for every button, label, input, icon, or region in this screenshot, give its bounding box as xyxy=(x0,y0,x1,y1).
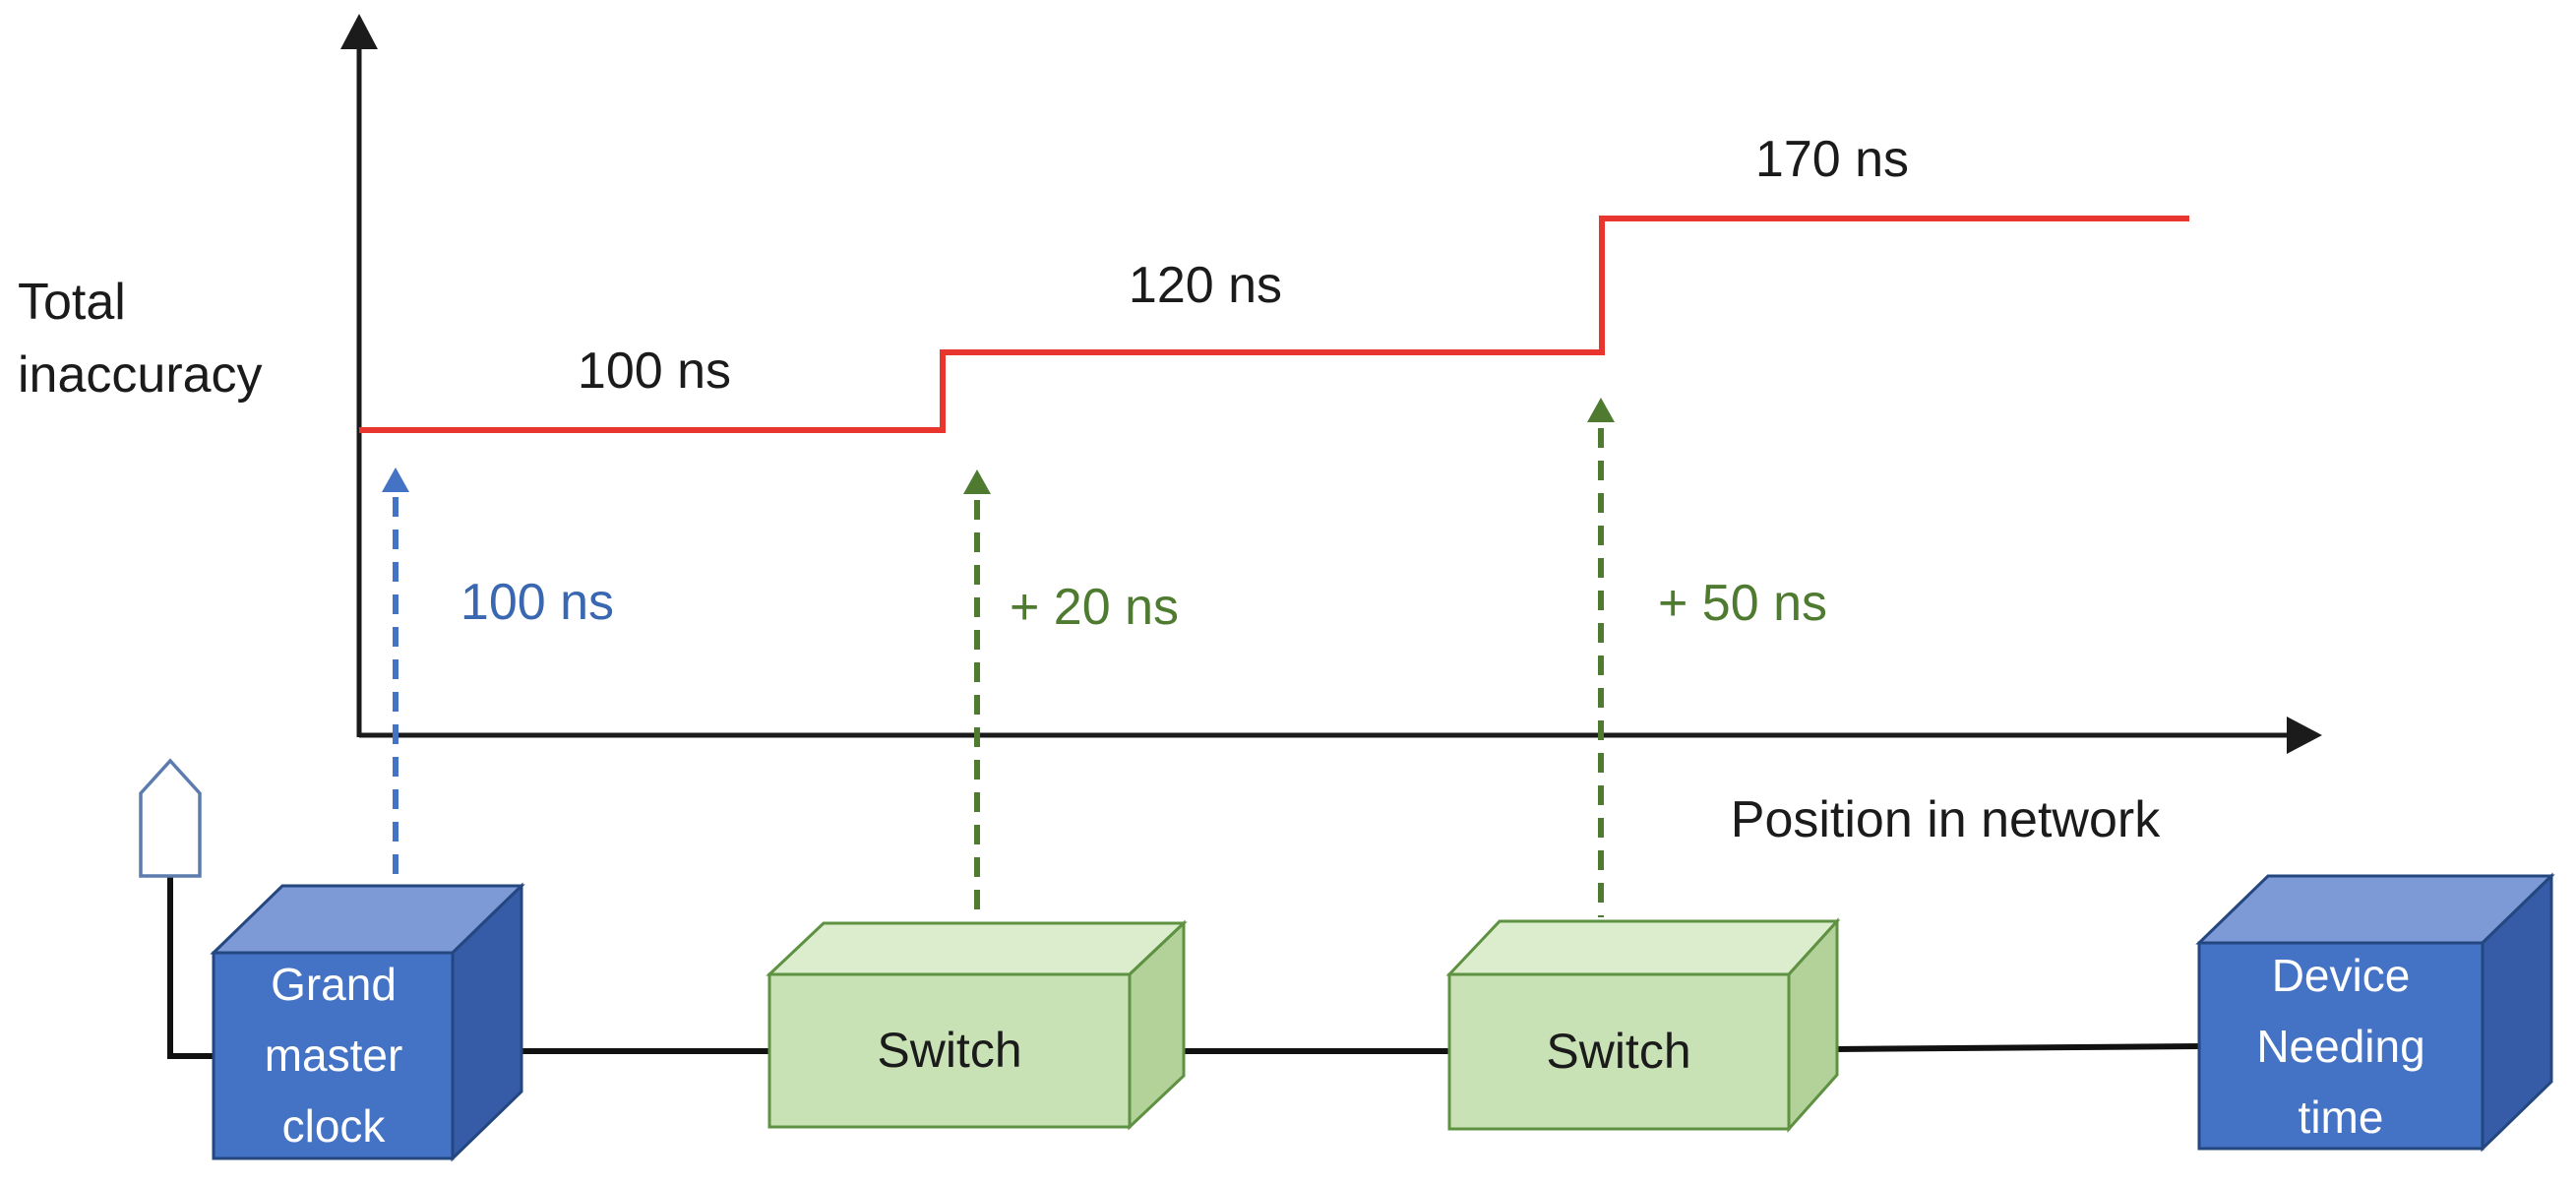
increment-label-switch1: + 20 ns xyxy=(1009,579,1180,636)
grandmaster-label: Grand master clock xyxy=(264,959,403,1152)
switch1-arrowhead xyxy=(963,469,991,494)
inaccuracy-step-line xyxy=(359,216,2189,433)
switch2-arrowhead xyxy=(1587,398,1615,422)
increment-label-switch2: + 50 ns xyxy=(1657,575,1828,632)
switch2-label: Switch xyxy=(1546,1024,1691,1079)
increment-label-grandmaster: 100 ns xyxy=(460,574,615,631)
device-label: Device Needing time xyxy=(2256,950,2425,1143)
step-label-3: 170 ns xyxy=(1754,131,1910,188)
link-switch2-device xyxy=(1834,1043,2202,1052)
grandmaster-box xyxy=(210,882,525,1162)
step-label-2: 120 ns xyxy=(1128,257,1283,314)
antenna-cable xyxy=(167,876,215,1059)
antenna-icon xyxy=(139,758,202,878)
switch1-label: Switch xyxy=(877,1023,1022,1078)
y-axis-label: Total inaccuracy xyxy=(18,274,263,404)
switch2-box xyxy=(1445,917,1841,1133)
x-axis-arrowhead xyxy=(2287,717,2322,754)
step-label-1: 100 ns xyxy=(577,343,732,400)
switch1-box xyxy=(766,919,1188,1131)
y-axis-arrowhead xyxy=(340,14,378,49)
device-box xyxy=(2195,872,2555,1153)
grandmaster-arrowhead xyxy=(382,468,409,492)
x-axis-label: Position in network xyxy=(1730,791,2161,848)
